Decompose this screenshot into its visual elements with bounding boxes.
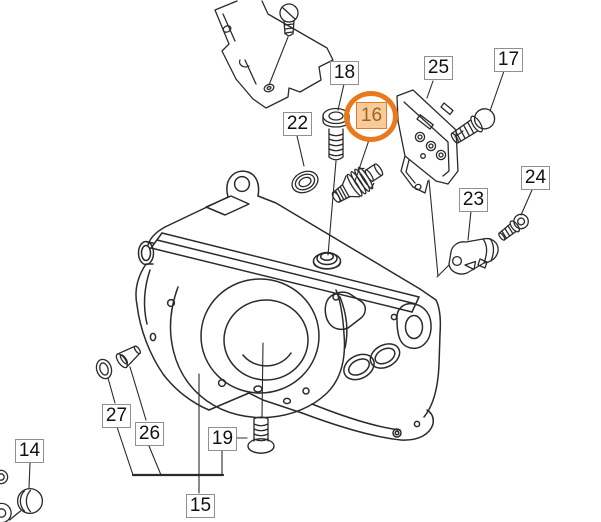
part-drawing-top-bracket (214, 0, 334, 109)
part-label-22[interactable]: 22 (283, 112, 312, 136)
part-label-26[interactable]: 26 (135, 422, 164, 446)
part-drawing-15-crankcase (135, 170, 442, 441)
part-drawing-24-screw (498, 213, 529, 241)
part-drawing-22-bushing (291, 170, 319, 194)
part-label-27[interactable]: 27 (102, 404, 131, 428)
part-label-15[interactable]: 15 (186, 494, 215, 518)
part-label-23[interactable]: 23 (459, 188, 488, 212)
part-label-24[interactable]: 24 (521, 166, 550, 190)
part-drawing-17-screw (450, 108, 496, 144)
part-label-19[interactable]: 19 (208, 427, 237, 451)
part-drawing-26-plug (115, 345, 141, 369)
part-drawing-19-bolt (247, 416, 275, 454)
part-drawing-27-oring (95, 358, 113, 380)
part-drawing-18-screw (322, 107, 350, 161)
part-drawing-14-cap (0, 469, 44, 522)
part-label-25[interactable]: 25 (424, 56, 453, 80)
part-label-14[interactable]: 14 (15, 439, 44, 463)
part-drawing-16-worm-gear (331, 163, 384, 203)
part-label-16-highlighted[interactable]: 16 (356, 102, 387, 129)
part-drawing-25-guide-plate (396, 89, 459, 194)
part-label-17[interactable]: 17 (494, 48, 523, 72)
part-label-18[interactable]: 18 (330, 61, 359, 85)
part-drawing-23-bracket (448, 237, 499, 275)
